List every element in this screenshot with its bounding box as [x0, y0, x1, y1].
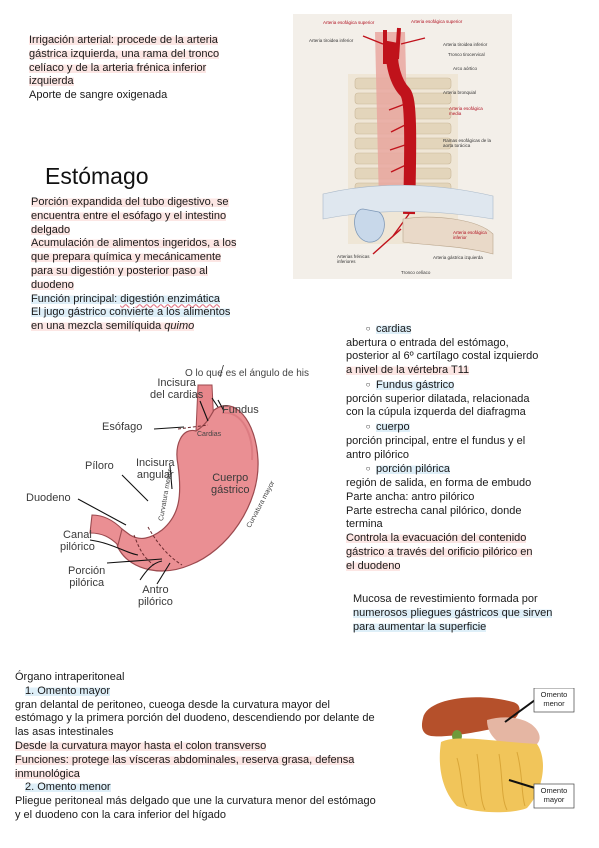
arteries-label: Arteria esofágica inferior — [453, 230, 487, 240]
arteries-label: Arterias frénicas inferiores — [337, 254, 370, 264]
label-fundus: Fundus — [222, 404, 259, 416]
stomach-illustration — [77, 362, 259, 585]
mucosa-line: para aumentar la superficie — [353, 620, 487, 633]
arteries-label: Arteria bronquial — [443, 90, 477, 95]
label-duodeno: Duodeno — [26, 492, 71, 504]
mucosa-line: Mucosa de revestimiento formada por — [353, 593, 538, 605]
irrigation-line: gástrica izquierda, una rama del tronco — [29, 47, 220, 60]
arteries-label: Arteria esofágica media — [449, 106, 483, 116]
stomach-description: Porción expandida del tubo digestivo, se… — [31, 196, 237, 334]
arteries-illustration — [322, 27, 494, 255]
irrigation-line: celíaco y de la arteria frénica inferior — [29, 61, 207, 74]
irrigation-line: Aporte de sangre oxigenada — [29, 89, 168, 102]
omentum-block: Órgano intraperitoneal 1. Omento mayor g… — [15, 671, 376, 823]
omentum-line: Funciones: protege las vísceras abdomina… — [15, 753, 355, 766]
part-line: porción superior dilatada, relacionada — [346, 392, 530, 405]
arteries-label: Tronco tirocervical — [448, 52, 485, 57]
omentum-line: y el duodeno con la cara inferior del hí… — [15, 808, 226, 821]
arteries-label: Arteria tiroidea inferior — [309, 38, 354, 43]
bullet-icon: ○ — [365, 464, 371, 474]
part-line: el duodeno — [346, 559, 401, 572]
part-line: con la cúpula izquerda del diafragma — [346, 406, 526, 419]
part-line: a nivel de la vértebra T11 — [346, 364, 470, 377]
label-canal-pilorico: Canal pilórico — [60, 529, 95, 553]
label-esofago: Esófago — [102, 421, 143, 433]
label-porcion-pilorica: Porción pilórica — [68, 565, 106, 589]
omentum-illustration — [421, 687, 575, 813]
mucosa-block: Mucosa de revestimiento formada por nume… — [353, 593, 553, 634]
esophageal-arteries-figure: Arteria esofágica superior Arteria esofá… — [293, 14, 512, 279]
stomach-parts: ○ cardias abertura o entrada del estómago… — [346, 322, 538, 574]
part-line: Parte ancha: antro pilórico — [346, 490, 475, 503]
arteries-label: Arteria gástrica izquierda — [433, 255, 483, 260]
quimo-term: quimo — [164, 320, 195, 333]
heading-fundus: Fundus gástrico — [376, 378, 455, 391]
omentum-item-menor: 2. Omento menor — [25, 781, 111, 794]
part-line: región de salida, en forma de embudo — [346, 477, 532, 490]
omentum-intro: Órgano intraperitoneal — [15, 671, 125, 683]
part-line: abertura o entrada del estómago, — [346, 336, 509, 349]
omentum-line: Pliegue peritoneal más delgado que une l… — [15, 795, 376, 808]
part-line: Parte estrecha canal pilórico, donde — [346, 504, 522, 517]
stomach-line: Acumulación de alimentos ingeridos, a lo… — [31, 237, 237, 250]
juice-line: en una mezcla semilíquida — [31, 320, 165, 333]
irrigation-line: Irrigación arterial: procede de la arter… — [29, 34, 218, 46]
part-line: antro pilórico — [346, 448, 409, 461]
omento-menor-label: Omento menor — [540, 690, 568, 708]
arteries-label: Ramas esofágicas de la aorta torácica — [443, 138, 492, 148]
stomach-line: para su digestión y posterior paso al — [31, 264, 208, 277]
function-value: digestión enzimática — [120, 292, 220, 305]
juice-line: El jugo gástrico convierte a los aliment… — [31, 306, 231, 319]
irrigation-line: izquierda — [29, 75, 74, 88]
heading-cuerpo: cuerpo — [376, 421, 410, 434]
omentum-line: gran delantal de peritoneo, cueoga desde… — [15, 698, 330, 711]
bullet-icon: ○ — [365, 380, 371, 389]
part-line: porción principal, entre el fundus y el — [346, 434, 526, 447]
irrigation-block: Irrigación arterial: procede de la arter… — [29, 34, 220, 103]
label-cardias: Cardias — [197, 431, 222, 438]
arteries-label: Tronco celíaco — [401, 270, 431, 275]
omentum-figure: Omento menor Omento mayor — [417, 687, 577, 818]
diagram-note: O lo que es el ángulo de his — [185, 368, 309, 379]
page-title: Estómago — [45, 163, 149, 189]
label-antro-pilorico: Antro pilórico — [138, 584, 173, 608]
part-line: gástrico a través del orificio pilórico … — [346, 546, 533, 558]
part-line: termina — [346, 518, 383, 531]
arteries-label: Arco aórtico — [453, 66, 478, 71]
stomach-line: Porción expandida del tubo digestivo, se — [31, 196, 229, 208]
stomach-line: que prepara química y mecánicamente — [31, 251, 222, 264]
label-incisura-cardias: Incisura del cardias — [150, 377, 204, 401]
stomach-line: delgado — [31, 223, 71, 236]
label-piloro: Píloro — [85, 460, 114, 472]
function-label: Función principal: — [31, 292, 121, 305]
bullet-icon: ○ — [365, 422, 371, 432]
mucosa-line: numerosos pliegues gástricos que sirven — [353, 606, 553, 619]
part-line: Controla la evacuación del contenido — [346, 532, 527, 545]
omentum-line: las asas intestinales — [15, 726, 114, 739]
arteries-label: Arteria tiroidea inferior — [443, 42, 488, 47]
stomach-diagram: O lo que es el ángulo de his Incisura de… — [22, 362, 322, 610]
label-cuerpo: Cuerpo gástrico — [211, 472, 250, 496]
omento-mayor-label: Omento mayor — [540, 786, 568, 804]
omentum-line: estómago y la primera porción del duoden… — [15, 712, 375, 725]
stomach-line: duodeno — [31, 278, 74, 291]
label-incisura-angular: Incisura angular — [136, 457, 175, 481]
omentum-line: inmunológica — [15, 767, 80, 780]
omentum-item-mayor: 1. Omento mayor — [25, 684, 110, 697]
part-line: posterior al 6º cartílago costal izquier… — [346, 350, 539, 363]
arteries-label: Arteria esofágica superior — [323, 20, 375, 25]
heading-cardias: cardias — [376, 322, 412, 335]
omentum-line: Desde la curvatura mayor hasta el colon … — [15, 739, 267, 752]
arteries-label: Arteria esofágica superior — [411, 19, 463, 24]
heading-pilorica: porción pilórica — [376, 463, 450, 476]
stomach-line: encuentra entre el esófago y el intestin… — [31, 209, 227, 222]
bullet-icon: ○ — [365, 324, 371, 333]
